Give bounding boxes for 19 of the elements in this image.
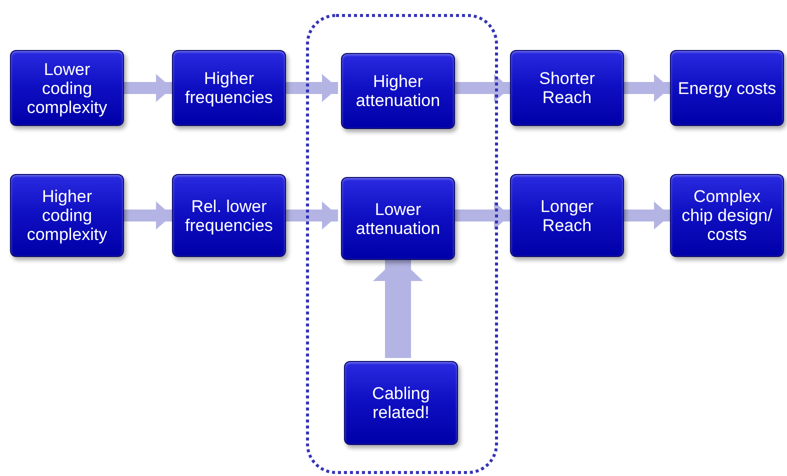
process-box: Lower coding complexity xyxy=(10,50,124,126)
process-box: Rel. lower frequencies xyxy=(172,174,286,257)
block-arrow xyxy=(286,74,338,102)
process-box: Complex chip design/ costs xyxy=(670,174,784,257)
block-arrow xyxy=(124,202,172,230)
dotted-group-outline xyxy=(306,14,498,474)
block-arrow xyxy=(373,257,423,358)
block-arrow xyxy=(624,202,670,230)
process-box: Longer Reach xyxy=(510,174,624,257)
process-box: Higher frequencies xyxy=(172,50,286,126)
block-arrow xyxy=(124,74,172,102)
process-box: Higher coding complexity xyxy=(10,174,124,257)
process-box: Energy costs xyxy=(670,50,784,126)
process-box: Cabling related! xyxy=(344,361,458,445)
process-box: Higher attenuation xyxy=(341,53,455,129)
process-box: Shorter Reach xyxy=(510,50,624,126)
process-box: Lower attenuation xyxy=(341,177,455,260)
block-arrow xyxy=(286,202,338,230)
block-arrow xyxy=(624,74,670,102)
